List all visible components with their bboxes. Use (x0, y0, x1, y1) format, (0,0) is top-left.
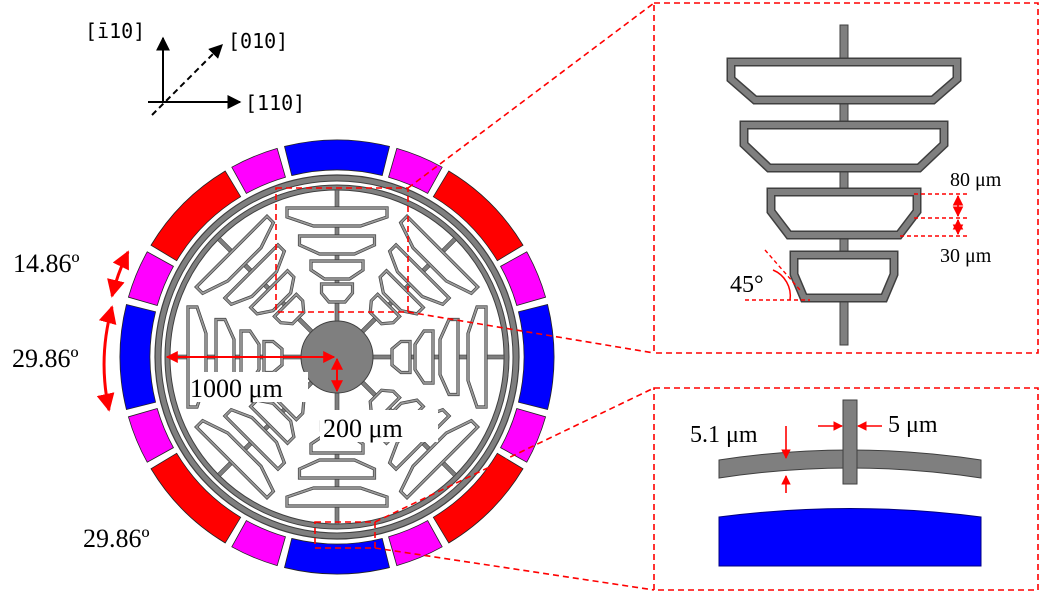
electrode-6 (432, 452, 524, 544)
zoom-indicators (275, 2, 1039, 591)
spoke-frame-4-1 (297, 458, 377, 480)
spoke-detail: 80 μm 30 μm 45° (726, 24, 1002, 346)
spoke-frame-0-0 (285, 206, 389, 228)
spoke-gap-label: 30 μm (940, 245, 992, 267)
axis-label-horizontal: [110] (245, 91, 305, 115)
angle-label-large: 29.86º (12, 344, 79, 373)
electrode-4 (517, 304, 555, 410)
stem-segment (842, 399, 858, 485)
electrode-0 (284, 139, 390, 177)
electrode-segment (718, 508, 982, 567)
spoke-frame-0-1 (297, 234, 377, 256)
spoke-height-label: 80 μm (950, 169, 1002, 191)
electrode-9 (231, 520, 286, 567)
axis-label-vertical: [ī10] (85, 19, 145, 43)
electrode-7 (388, 520, 443, 567)
electrode-11 (127, 408, 174, 463)
chamfer-angle-label: 45° (730, 272, 764, 298)
spoke-frame-4-0 (285, 486, 389, 508)
stem-width-label: 5 μm (888, 412, 938, 438)
detail-panel-bottom (653, 387, 1039, 591)
electrode-8 (284, 537, 390, 575)
zoom-box-bottom (314, 521, 376, 549)
angle-label-bottom: 29.86º (83, 524, 150, 553)
spoke-arm-2 (367, 305, 505, 409)
electrode-14 (150, 170, 242, 262)
electrode-ring (119, 139, 555, 575)
spoke-frame-2-1 (438, 317, 460, 397)
spoke-frame-0-2 (309, 259, 365, 281)
main-dimensions: 1000 μm 200 μm (165, 351, 438, 443)
zoom-box-top (275, 187, 409, 313)
electrode-12 (119, 304, 157, 410)
angle-label-small: 14.86º (13, 249, 80, 278)
ring-width-label: 5.1 μm (690, 422, 758, 448)
center-radius-label: 200 μm (323, 414, 403, 443)
spoke-frame-2-2 (413, 329, 435, 385)
ring-detail: 5.1 μm 5 μm (690, 399, 982, 567)
electrode-3 (500, 251, 547, 306)
crystal-axes: [ī10] [010] [110] (85, 19, 305, 116)
angle-annotations: 14.86º 29.86º 29.86º (12, 249, 150, 553)
electrode-10 (150, 452, 242, 544)
outer-radius-label: 1000 μm (190, 374, 283, 403)
electrode-1 (388, 147, 443, 194)
axis-label-diagonal: [010] (228, 29, 288, 53)
detail-frame-1 (739, 120, 949, 173)
detail-panel-top (653, 2, 1039, 354)
detail-frame-3 (789, 250, 899, 303)
detail-frame-2 (766, 187, 922, 240)
detail-frame-0 (726, 57, 962, 105)
electrode-15 (231, 147, 286, 194)
detail-spoke-stem (839, 24, 849, 346)
electrode-2 (432, 170, 524, 262)
electrode-13 (127, 251, 174, 306)
